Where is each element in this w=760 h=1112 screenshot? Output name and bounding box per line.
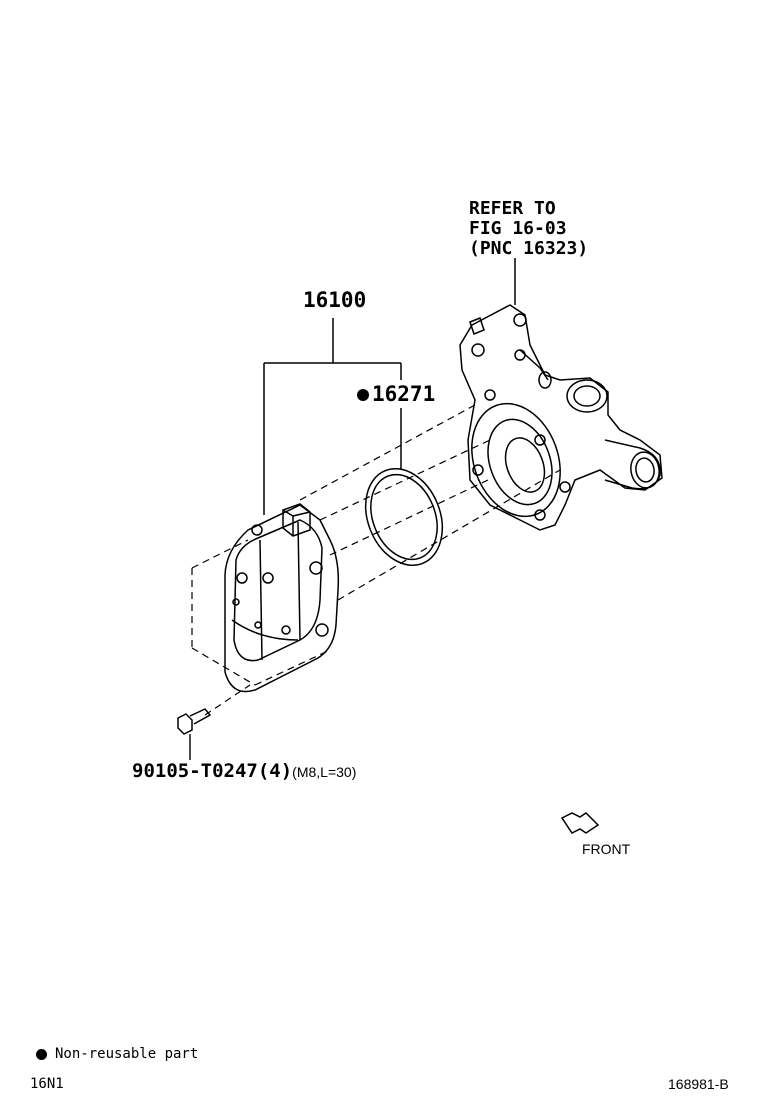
legend-text: Non-reusable part [55,1046,199,1062]
leader-16100 [263,318,402,515]
housing [459,304,663,531]
front-label: FRONT [582,841,631,857]
legend: Non-reusable part [36,1047,198,1061]
footer-right-code: 168981-B [668,1076,729,1092]
front-arrow-icon [560,812,600,834]
gasket-ring [364,467,444,567]
bolt [177,708,212,760]
footer-left-code: 16N1 [30,1076,64,1092]
refer-line-3: (PNC 16323) [469,238,589,259]
part-label-16100: 16100 [303,288,367,312]
part-number-16271: 16271 [372,382,436,406]
part-label-bolt: 90105-T0247(4)(M8,L=30) [132,762,356,781]
refer-line-1: REFER TO [469,198,556,219]
legend-dot-icon [36,1048,47,1060]
phantom-lines [191,404,561,716]
refer-line-2: FIG 16-03 [469,218,567,239]
bolt-part-number: 90105-T0247(4) [132,760,293,782]
bolt-spec: (M8,L=30) [292,764,357,780]
water-pump-body [224,503,340,693]
part-label-16271: 16271 [357,384,435,405]
non-reusable-dot-icon [357,389,369,401]
